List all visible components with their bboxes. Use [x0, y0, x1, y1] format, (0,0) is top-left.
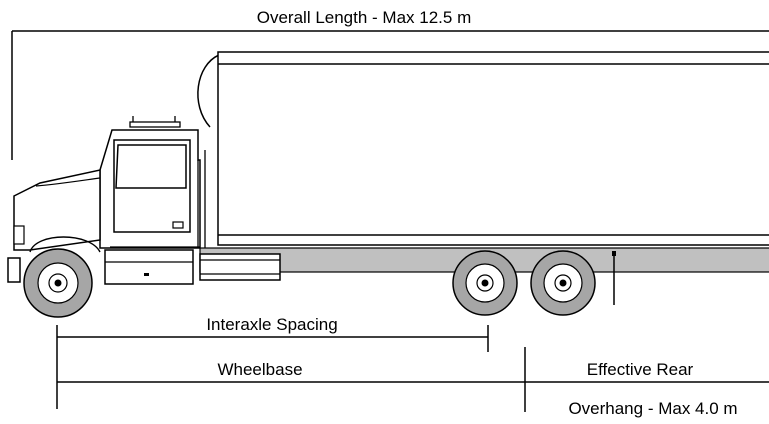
front-wheel	[23, 248, 93, 318]
rear-overhang-dimension: Effective Rear Overhang - Max 4.0 m	[568, 360, 737, 418]
roof-marker-lights	[129, 121, 181, 128]
cargo-box	[197, 51, 769, 246]
front-axle-dot	[54, 279, 62, 287]
wheelbase-dimension: Wheelbase	[56, 337, 769, 412]
headlight	[13, 225, 25, 245]
interaxle-label: Interaxle Spacing	[206, 315, 337, 334]
rear-axle-dot-1	[481, 279, 489, 287]
truck-cab	[99, 116, 281, 285]
hood-crease	[35, 177, 101, 187]
rear-wheel-1	[452, 250, 518, 316]
front-bumper	[7, 257, 21, 283]
fender	[29, 236, 101, 253]
battery-box	[199, 253, 281, 281]
rear-axle-center-marker	[612, 251, 616, 305]
overall-length-dimension: Overall Length - Max 12.5 m	[11, 8, 769, 160]
overall-length-label: Overall Length - Max 12.5 m	[257, 8, 471, 27]
fuel-cap	[144, 273, 149, 276]
door-handle	[172, 221, 184, 229]
truck-hood	[7, 169, 101, 283]
rear-axle-dot-2	[559, 279, 567, 287]
fuel-tank	[104, 249, 194, 285]
interaxle-spacing-dimension: Interaxle Spacing	[56, 315, 489, 352]
cab-door	[113, 139, 191, 233]
cab-window	[115, 144, 187, 189]
effective-rear-label: Effective Rear	[587, 360, 694, 379]
hood-body	[13, 169, 101, 251]
rear-wheel-2	[530, 250, 596, 316]
box-body	[217, 51, 769, 246]
rear-axle-center-tick	[612, 251, 616, 256]
box-front-fairing	[197, 54, 220, 128]
overhang-label: Overhang - Max 4.0 m	[568, 399, 737, 418]
wheelbase-label: Wheelbase	[217, 360, 302, 379]
